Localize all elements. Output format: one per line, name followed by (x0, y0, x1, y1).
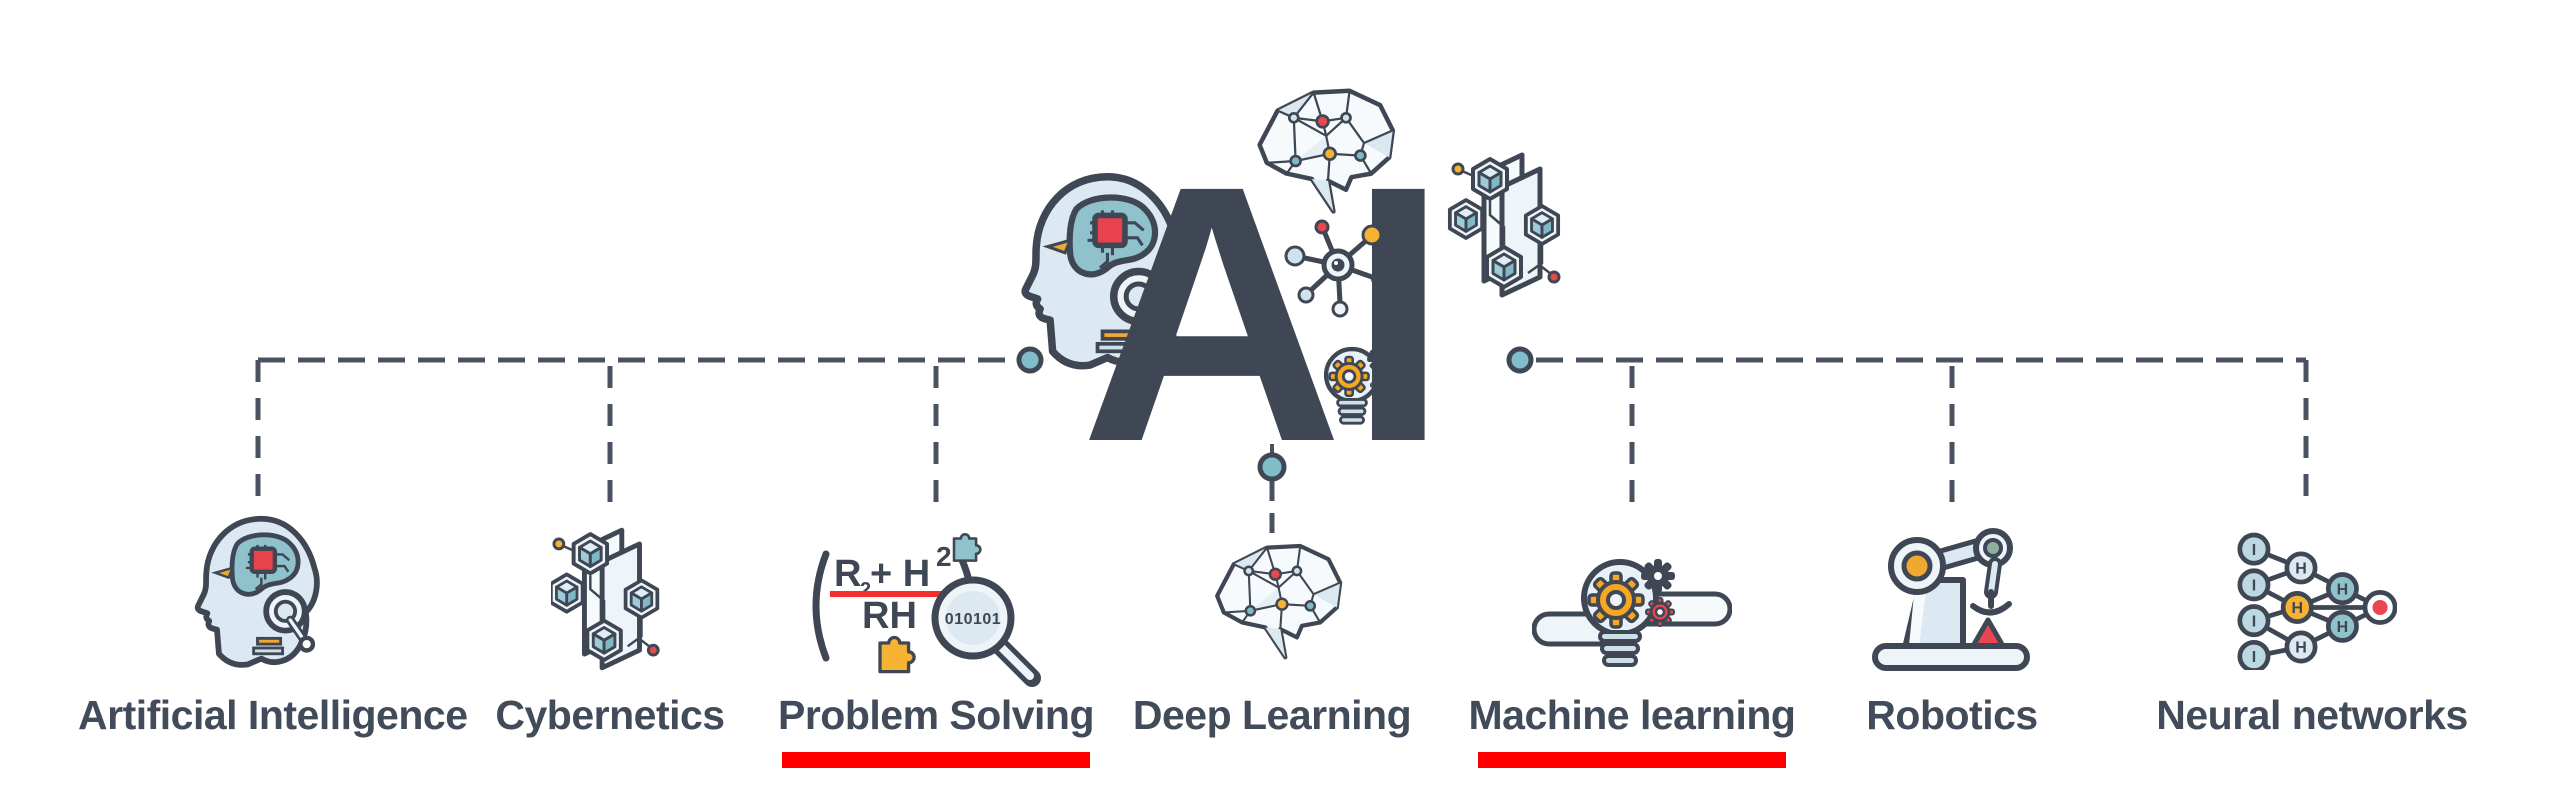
connector-dot-left (1016, 346, 1044, 374)
ai-hero-collage: AI (1000, 40, 1580, 480)
robot-base (1872, 643, 2030, 671)
svg-text:H: H (2337, 581, 2349, 598)
lightbulb-gears-icon (1584, 560, 1674, 665)
neural-networks-icon: I I I I H H H H H (2237, 532, 2397, 670)
svg-text:I: I (2252, 542, 2256, 559)
item-problem-solving: R 2 + H RH 2 010101 Problem Solving (756, 510, 1116, 785)
formula-numerator-rest: + H (870, 553, 930, 595)
puzzle-piece-teal (952, 532, 982, 562)
connector-dot-right (1506, 346, 1534, 374)
formula-numerator-r: R (834, 553, 861, 595)
machine-learning-icon (1532, 536, 1732, 696)
magnifier-icon: 010101 (931, 576, 1041, 687)
paren-left (812, 550, 830, 662)
svg-text:H: H (2337, 619, 2349, 636)
connector-dot-deep-learning (1257, 452, 1287, 482)
item-label: Problem Solving (778, 692, 1095, 738)
item-deep-learning: Deep Learning (1092, 510, 1452, 785)
item-label: Robotics (1866, 692, 2038, 738)
svg-text:H: H (2295, 561, 2307, 578)
molecule-icon (1284, 219, 1383, 318)
isometric-cubes-icon (1450, 155, 1559, 295)
svg-text:I: I (2252, 649, 2256, 666)
fraction-bar (830, 591, 948, 597)
item-label: Deep Learning (1132, 692, 1412, 738)
item-cybernetics: Cybernetics (430, 510, 790, 785)
item-label: Machine learning (1468, 692, 1796, 738)
cybernetics-icon (551, 520, 669, 678)
item-label: Cybernetics (495, 692, 725, 738)
svg-text:H: H (2295, 640, 2307, 657)
highlight-underline (782, 752, 1090, 768)
highlight-underline (1478, 752, 1786, 768)
formula-exponent: 2 (936, 541, 952, 572)
ai-wordmark: AI (1080, 111, 1453, 480)
item-machine-learning: Machine learning (1452, 510, 1812, 785)
item-label: Neural networks (2156, 692, 2468, 738)
formula-numerator-sub: 2 (860, 579, 871, 601)
svg-text:I: I (2252, 578, 2256, 595)
magnifier-binary-text: 010101 (945, 611, 1001, 628)
svg-text:H: H (2291, 600, 2303, 617)
problem-solving-icon: R 2 + H RH 2 010101 (812, 532, 1041, 687)
network-nodes (2237, 532, 2397, 670)
artificial-intelligence-icon (190, 512, 325, 676)
item-neural-networks: I I I I H H H H H Neural networks (2132, 510, 2492, 785)
item-artificial-intelligence: Artificial Intelligence (78, 510, 468, 785)
formula-denominator: RH (862, 595, 917, 637)
puzzle-piece-yellow (878, 635, 916, 674)
item-label: Artificial Intelligence (78, 692, 468, 738)
gripper-claw (1970, 589, 2012, 616)
tower-highlight (1909, 584, 1927, 646)
red-triangle-part (1970, 617, 2006, 649)
robotics-icon (1872, 528, 2030, 671)
svg-text:I: I (2252, 613, 2256, 630)
deep-learning-icon (1197, 536, 1347, 669)
item-robotics: Robotics (1772, 510, 2132, 785)
